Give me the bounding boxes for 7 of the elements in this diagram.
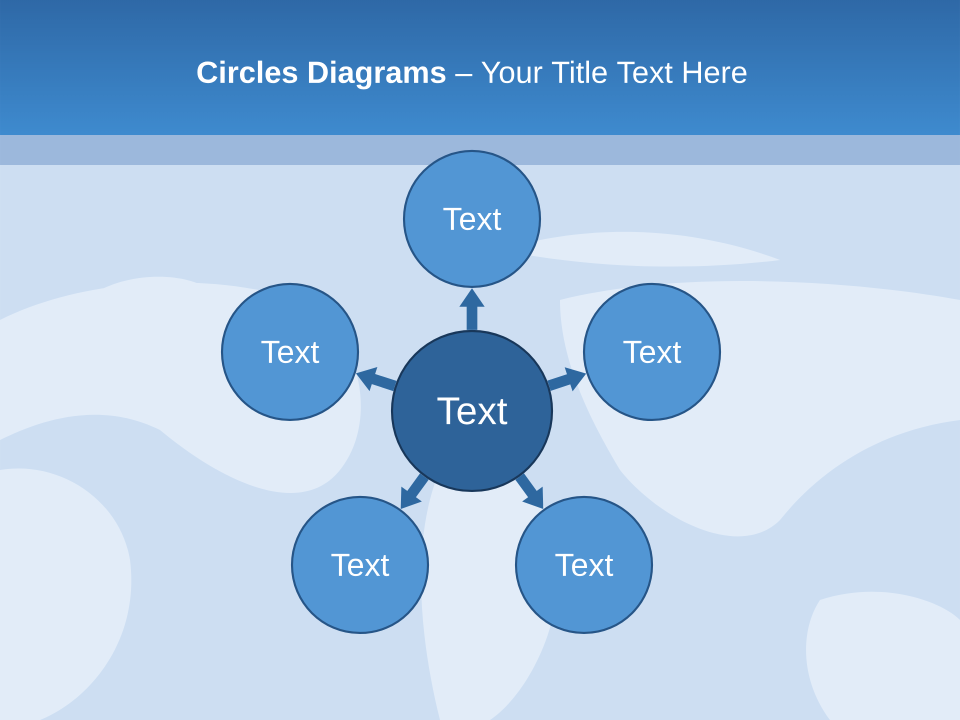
circle-node: Text [514, 496, 654, 634]
circle-node: Text [582, 282, 722, 422]
circle-node: Text [390, 330, 554, 492]
circle-node: Text [220, 282, 360, 422]
title: Circles Diagrams – Your Title Text Here [197, 60, 746, 90]
circle-node: Text [402, 150, 542, 288]
circle-node: Text [290, 496, 430, 634]
